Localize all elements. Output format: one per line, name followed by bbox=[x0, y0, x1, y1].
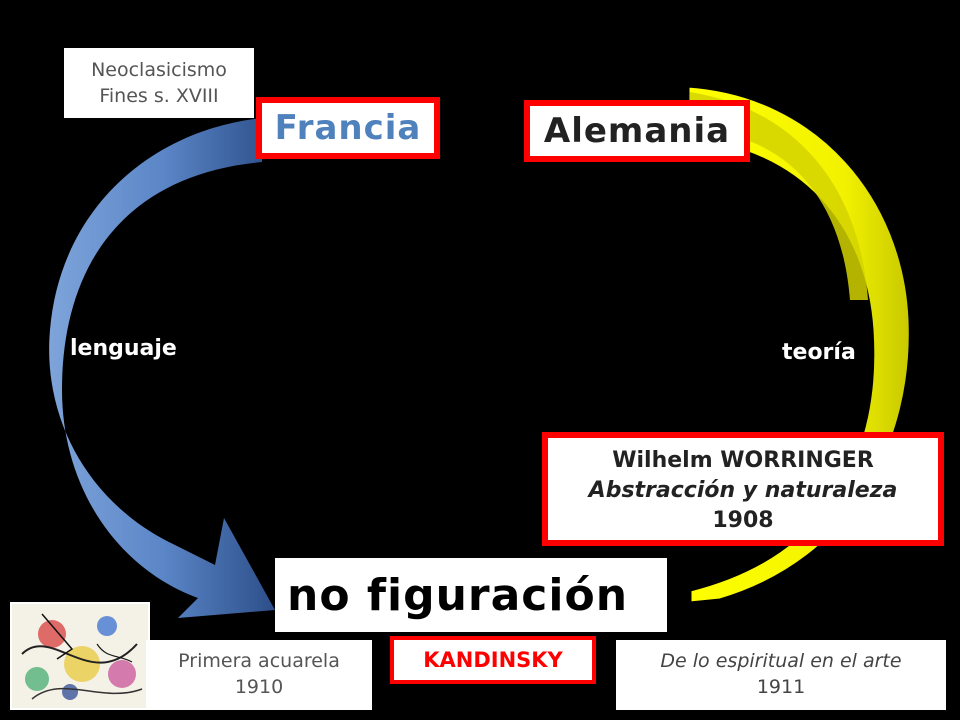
no-figuracion-box: no figuración bbox=[275, 558, 667, 632]
neoclasicismo-line2: Fines s. XVIII bbox=[99, 85, 219, 107]
alemania-label: Alemania bbox=[543, 111, 731, 151]
worringer-book: Abstracción y naturaleza bbox=[588, 478, 898, 503]
worringer-box: Wilhelm WORRINGER Abstracción y naturale… bbox=[542, 432, 944, 546]
worringer-author: Wilhelm WORRINGER bbox=[612, 448, 874, 473]
teoria-label: teoría bbox=[782, 340, 856, 365]
watercolor-image bbox=[12, 604, 148, 708]
kandinsky-watercolor-thumbnail bbox=[10, 602, 150, 710]
neoclasicismo-line1: Neoclasicismo bbox=[91, 59, 227, 81]
primera-acuarela-line2: 1910 bbox=[234, 676, 284, 698]
francia-label: Francia bbox=[274, 108, 422, 148]
kandinsky-box: KANDINSKY bbox=[390, 636, 596, 684]
blue-arrow bbox=[49, 118, 275, 618]
worringer-year: 1908 bbox=[712, 508, 774, 533]
francia-box: Francia bbox=[256, 97, 440, 159]
lenguaje-label: lenguaje bbox=[70, 336, 177, 361]
espiritual-line1: De lo espiritual en el arte bbox=[660, 650, 902, 672]
espiritual-line2: 1911 bbox=[756, 676, 806, 698]
primera-acuarela-note: Primera acuarela 1910 bbox=[146, 640, 372, 710]
kandinsky-label: KANDINSKY bbox=[423, 648, 563, 672]
primera-acuarela-line1: Primera acuarela bbox=[178, 650, 340, 672]
alemania-box: Alemania bbox=[524, 100, 750, 162]
neoclasicismo-note: Neoclasicismo Fines s. XVIII bbox=[64, 48, 254, 118]
no-figuracion-label: no figuración bbox=[287, 569, 629, 621]
espiritual-note: De lo espiritual en el arte 1911 bbox=[616, 640, 946, 710]
